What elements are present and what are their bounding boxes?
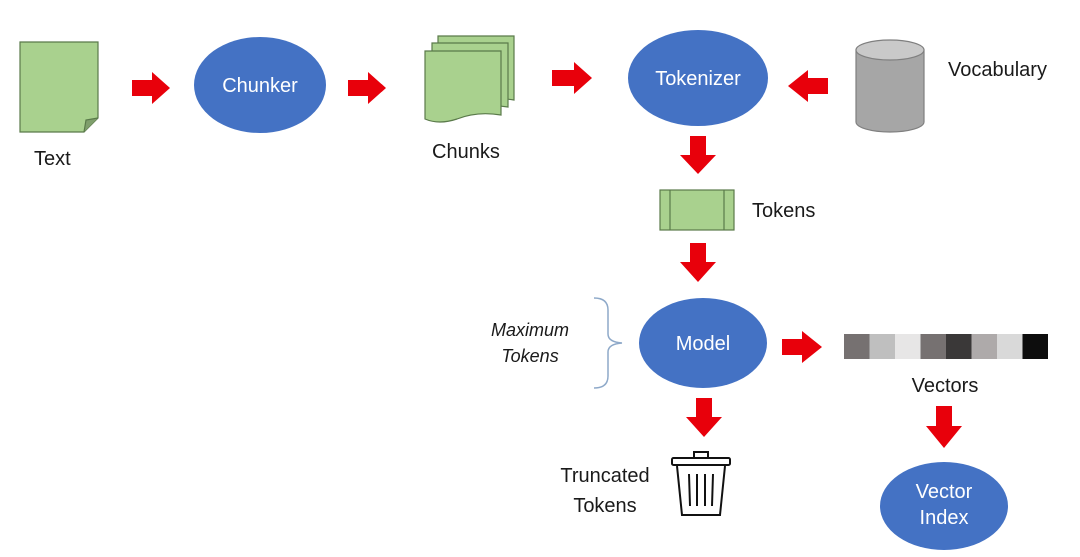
model-label: Model bbox=[676, 333, 730, 355]
maximum-tokens-label-line2: Tokens bbox=[501, 346, 558, 366]
arrow-model-to-truncated bbox=[686, 398, 722, 437]
arrow-vectors-to-index bbox=[926, 406, 962, 448]
vector-strip bbox=[844, 334, 1048, 359]
maximum-tokens-brace bbox=[593, 297, 623, 389]
tokens-label: Tokens bbox=[752, 200, 815, 222]
arrow-vocabulary-to-tokenizer bbox=[788, 70, 828, 102]
vector-cell bbox=[1022, 334, 1048, 359]
vectors-label: Vectors bbox=[912, 375, 979, 397]
arrow-chunks-to-tokenizer bbox=[552, 62, 592, 94]
vector-index-node bbox=[880, 462, 1008, 550]
truncated-tokens-label-line2: Tokens bbox=[573, 495, 636, 517]
arrow-model-to-vectors bbox=[782, 331, 822, 363]
chunks-label: Chunks bbox=[432, 141, 500, 163]
text-document-icon bbox=[19, 41, 99, 133]
token-strip-icon bbox=[659, 189, 735, 231]
vector-cell bbox=[920, 334, 946, 359]
vector-cell bbox=[869, 334, 895, 359]
maximum-tokens-label-line1: Maximum bbox=[491, 320, 569, 340]
arrow-chunker-to-chunks bbox=[348, 72, 386, 104]
stacked-documents-icon bbox=[424, 35, 515, 123]
truncated-tokens-label-line1: Truncated bbox=[560, 465, 649, 487]
arrow-tokens-to-model bbox=[680, 243, 716, 282]
trash-can-icon bbox=[671, 451, 731, 516]
tokenizer-label: Tokenizer bbox=[655, 68, 741, 90]
vector-index-label-line1: Vector bbox=[916, 481, 973, 503]
vector-cell bbox=[946, 334, 972, 359]
vocabulary-label: Vocabulary bbox=[948, 59, 1047, 81]
arrow-tokenizer-to-tokens bbox=[680, 136, 716, 174]
arrow-text-to-chunker bbox=[132, 72, 170, 104]
vector-cell bbox=[895, 334, 921, 359]
chunker-node bbox=[194, 37, 326, 133]
vector-cell bbox=[844, 334, 870, 359]
chunker-label: Chunker bbox=[222, 75, 298, 97]
vector-index-label-line2: Index bbox=[920, 507, 969, 529]
vector-cell bbox=[997, 334, 1023, 359]
text-label: Text bbox=[34, 148, 71, 170]
tokenizer-node bbox=[628, 30, 768, 126]
database-cylinder-icon bbox=[855, 39, 925, 133]
model-node bbox=[639, 298, 767, 388]
vector-cell bbox=[971, 334, 997, 359]
